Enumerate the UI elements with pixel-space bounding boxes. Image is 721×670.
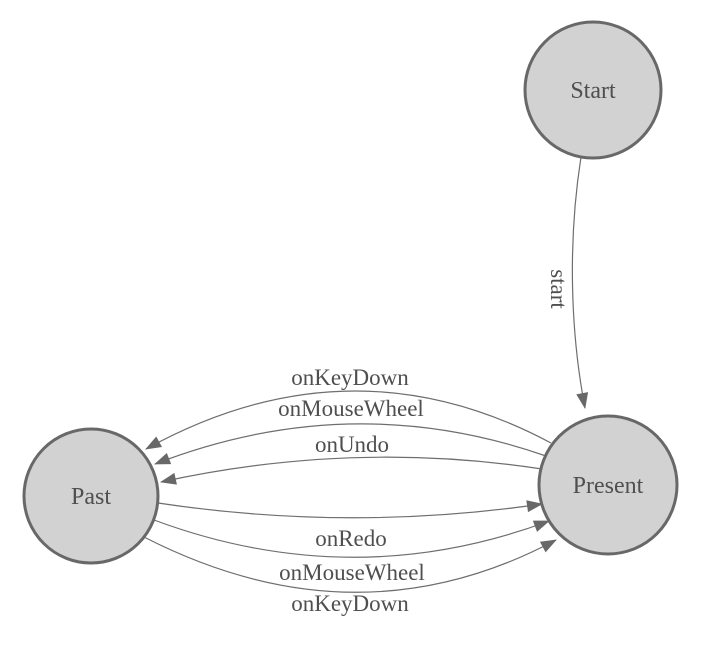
edge-path-onkeydown-top[interactable] (145, 390, 552, 450)
edge-label-start: start (546, 269, 571, 309)
edge-label-onmousewheel-bottom: onMouseWheel (279, 560, 425, 585)
state-node-past: Past (22, 427, 160, 565)
edge-path-onundo[interactable] (160, 456, 543, 485)
edge-present-to-past-onundo: onUndo (160, 432, 543, 485)
state-node-present: Present (537, 414, 679, 556)
edge-present-to-past-onmousewheel: onMouseWheel (154, 396, 547, 465)
edge-past-to-present-onredo: onRedo (157, 500, 543, 551)
edge-path-onredo[interactable] (157, 500, 543, 519)
edge-label-onkeydown-top: onKeyDown (291, 365, 409, 390)
state-node-present-label: Present (573, 473, 644, 499)
state-node-past-label: Past (71, 484, 111, 510)
edge-label-onmousewheel-top: onMouseWheel (278, 396, 424, 421)
edge-past-to-present-onkeydown: onKeyDown (143, 536, 557, 616)
state-node-past-circle[interactable] (22, 427, 160, 565)
edge-path-onkeydown-bottom[interactable] (143, 536, 557, 593)
edge-label-onundo: onUndo (315, 432, 389, 457)
edge-path-start[interactable] (571, 156, 589, 409)
state-node-start: Start (523, 20, 663, 160)
edge-past-to-present-onmousewheel: onMouseWheel (153, 519, 550, 585)
state-node-start-label: Start (570, 78, 616, 104)
edge-present-to-past-onkeydown: onKeyDown (145, 365, 552, 450)
state-node-present-circle[interactable] (537, 414, 679, 556)
edge-label-onredo: onRedo (315, 526, 387, 551)
edge-label-onkeydown-bottom: onKeyDown (291, 591, 409, 616)
edge-path-onmousewheel-top[interactable] (154, 423, 547, 465)
state-node-start-circle[interactable] (523, 20, 663, 160)
edge-start-to-present: start (546, 156, 589, 409)
edge-path-onmousewheel-bottom[interactable] (153, 519, 550, 558)
